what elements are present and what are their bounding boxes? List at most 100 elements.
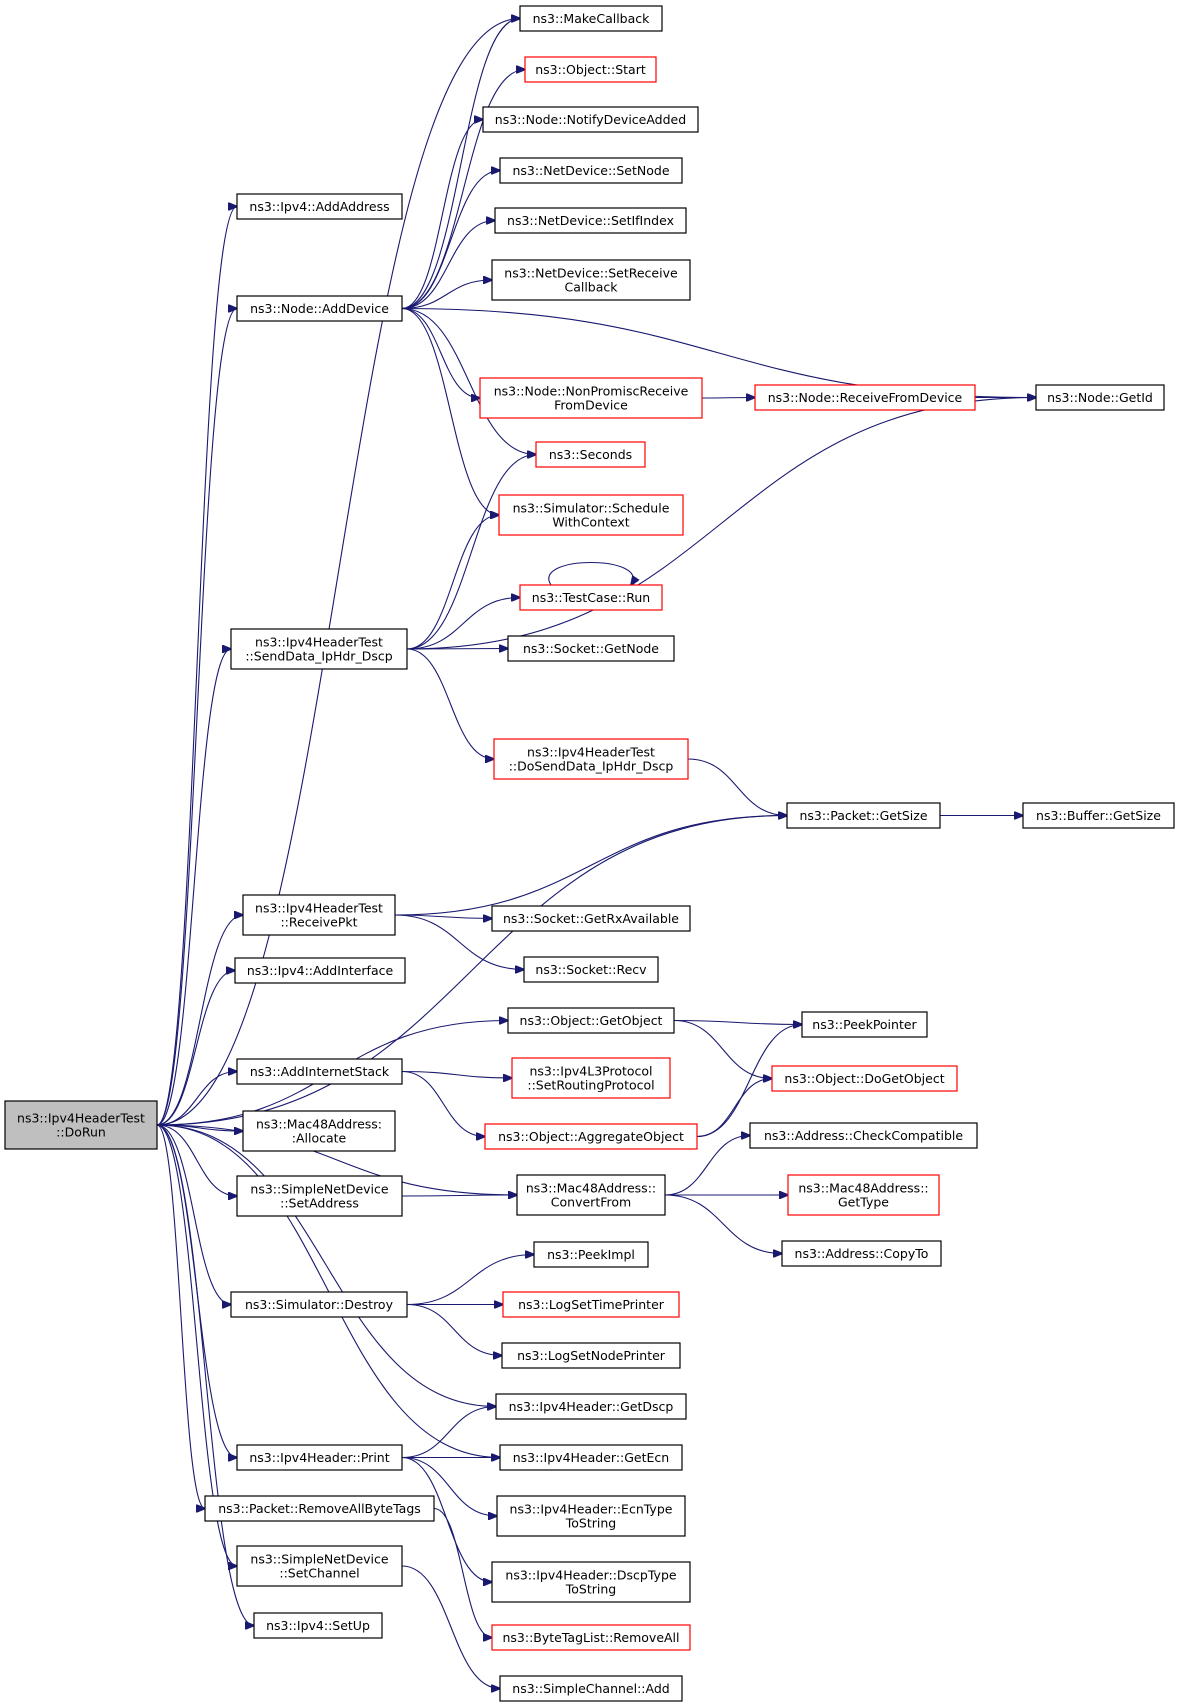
node-getobject[interactable]: ns3::Object::GetObject	[507, 1007, 675, 1034]
edge-dorun-to-makecallback	[156, 19, 520, 1126]
node-label: ns3::Ipv4Header::GetDscp	[509, 1399, 674, 1414]
node-simdestroy[interactable]: ns3::Simulator::Destroy	[230, 1291, 408, 1318]
node-label: ::SetAddress	[280, 1196, 359, 1211]
edge-headerprint-to-ecntypetostring	[401, 1456, 497, 1517]
edge-removeallbytetags-to-bytetagremoveall	[433, 1507, 492, 1638]
node-receivepkt[interactable]: ns3::Ipv4HeaderTest::ReceivePkt	[242, 894, 396, 936]
node-removeallbytetags[interactable]: ns3::Packet::RemoveAllByteTags	[204, 1495, 435, 1522]
node-socketgetnode[interactable]: ns3::Socket::GetNode	[507, 635, 675, 662]
node-box	[230, 628, 408, 670]
node-getrxavailable[interactable]: ns3::Socket::GetRxAvailable	[491, 905, 691, 932]
edge-dorun-to-setchannel	[156, 1124, 237, 1566]
node-box	[494, 207, 687, 234]
node-packetgetsize[interactable]: ns3::Packet::GetSize	[786, 802, 941, 829]
node-macallocate[interactable]: ns3::Mac48Address::Allocate	[242, 1110, 396, 1152]
node-box	[253, 1612, 383, 1639]
node-getecn[interactable]: ns3::Ipv4Header::GetEcn	[499, 1444, 683, 1471]
node-label: ns3::MakeCallback	[533, 11, 651, 26]
edge-testcaserun-to-testcaserun	[548, 561, 634, 586]
edge-adddevice-to-objectstart	[401, 70, 525, 310]
edge-adddevice-to-notifydeviceadded	[401, 120, 483, 310]
edge-dorun-to-receivepkt	[156, 915, 243, 1126]
node-box	[754, 384, 976, 411]
node-setifindex[interactable]: ns3::NetDevice::SetIfIndex	[494, 207, 687, 234]
node-box	[524, 56, 657, 83]
node-notifydeviceadded[interactable]: ns3::Node::NotifyDeviceAdded	[482, 106, 699, 133]
node-box	[230, 1291, 408, 1318]
node-label: ::DoRun	[56, 1125, 106, 1140]
node-label: ns3::Object::Start	[535, 62, 646, 77]
node-setup[interactable]: ns3::Ipv4::SetUp	[253, 1612, 383, 1639]
node-convertfrom[interactable]: ns3::Mac48Address::ConvertFrom	[516, 1174, 666, 1216]
edge-getobject-to-dogetobject	[673, 1019, 772, 1079]
node-label: GetType	[838, 1195, 889, 1210]
node-senddata[interactable]: ns3::Ipv4HeaderTest::SendData_IpHdr_Dscp	[230, 628, 408, 670]
node-receivefromdevice[interactable]: ns3::Node::ReceiveFromDevice	[754, 384, 976, 411]
node-mactype[interactable]: ns3::Mac48Address::GetType	[787, 1174, 940, 1216]
node-label: ns3::Node::ReceiveFromDevice	[768, 390, 963, 405]
node-addaddress[interactable]: ns3::Ipv4::AddAddress	[236, 193, 403, 220]
node-dosenddata[interactable]: ns3::Ipv4HeaderTest::DoSendData_IpHdr_Ds…	[493, 738, 689, 780]
node-setaddress[interactable]: ns3::SimpleNetDevice::SetAddress	[236, 1175, 403, 1217]
node-label: ::SetRoutingProtocol	[527, 1078, 654, 1093]
node-box	[502, 1291, 680, 1318]
node-label: ::ReceivePkt	[280, 915, 357, 930]
node-makecallback[interactable]: ns3::MakeCallback	[519, 5, 663, 32]
node-adddevice[interactable]: ns3::Node::AddDevice	[236, 295, 403, 322]
node-socketrecv[interactable]: ns3::Socket::Recv	[523, 956, 659, 983]
node-setchannel[interactable]: ns3::SimpleNetDevice::SetChannel	[236, 1545, 403, 1587]
node-label: ns3::Seconds	[549, 447, 632, 462]
node-getid[interactable]: ns3::Node::GetId	[1035, 384, 1165, 411]
node-box	[535, 441, 646, 468]
node-checkcompatible[interactable]: ns3::Address::CheckCompatible	[749, 1122, 978, 1149]
node-box	[204, 1495, 435, 1522]
node-label: ns3::PeekPointer	[812, 1017, 917, 1032]
node-objectstart[interactable]: ns3::Object::Start	[524, 56, 657, 83]
node-label: ns3::NetDevice::SetNode	[512, 163, 669, 178]
node-peekpointer[interactable]: ns3::PeekPointer	[801, 1011, 928, 1038]
node-setnode[interactable]: ns3::NetDevice::SetNode	[499, 157, 683, 184]
node-peekimpl[interactable]: ns3::PeekImpl	[533, 1241, 649, 1268]
edges-layer	[156, 19, 1036, 1689]
node-buffergetsize[interactable]: ns3::Buffer::GetSize	[1022, 802, 1175, 829]
node-logsettimeprinter[interactable]: ns3::LogSetTimePrinter	[502, 1291, 680, 1318]
node-label: ns3::LogSetNodePrinter	[517, 1348, 666, 1363]
edge-dorun-to-addinternetstack	[156, 1072, 237, 1126]
node-label: ns3::Object::GetObject	[520, 1013, 663, 1028]
node-box	[499, 1444, 683, 1471]
node-simplechanneladd[interactable]: ns3::SimpleChannel::Add	[499, 1675, 683, 1702]
node-headerprint[interactable]: ns3::Ipv4Header::Print	[236, 1444, 403, 1471]
node-addinternetstack[interactable]: ns3::AddInternetStack	[236, 1058, 403, 1085]
node-label: ns3::Object::DoGetObject	[784, 1071, 944, 1086]
node-addinterface[interactable]: ns3::Ipv4::AddInterface	[234, 957, 406, 984]
node-label: ToString	[565, 1582, 616, 1597]
node-dogetobject[interactable]: ns3::Object::DoGetObject	[771, 1065, 958, 1092]
node-aggregateobject[interactable]: ns3::Object::AggregateObject	[484, 1123, 698, 1150]
edge-getobject-to-peekpointer	[673, 1019, 802, 1025]
edge-nonpromisc-to-receivefromdevice	[701, 398, 755, 399]
node-label: ns3::Address::CheckCompatible	[764, 1128, 963, 1143]
node-label: ns3::Ipv4HeaderTest	[255, 901, 383, 916]
node-setroutingprotocol[interactable]: ns3::Ipv4L3Protocol::SetRoutingProtocol	[511, 1057, 671, 1099]
node-testcaserun[interactable]: ns3::TestCase::Run	[519, 584, 663, 611]
node-seconds[interactable]: ns3::Seconds	[535, 441, 646, 468]
node-box	[1035, 384, 1165, 411]
node-box	[236, 1058, 403, 1085]
node-dorun[interactable]: ns3::Ipv4HeaderTest::DoRun	[4, 1100, 158, 1150]
node-getdscp[interactable]: ns3::Ipv4Header::GetDscp	[495, 1393, 687, 1420]
edge-convertfrom-to-checkcompatible	[664, 1136, 750, 1196]
node-copyto[interactable]: ns3::Address::CopyTo	[781, 1240, 942, 1267]
edge-headerprint-to-getdscp	[401, 1407, 496, 1459]
node-logsetnodeprinter[interactable]: ns3::LogSetNodePrinter	[501, 1342, 681, 1369]
node-label: ns3::NetDevice::SetIfIndex	[507, 213, 674, 228]
node-label: ns3::Ipv4Header::Print	[249, 1450, 389, 1465]
node-box	[511, 1057, 671, 1099]
node-label: ns3::NetDevice::SetReceive	[504, 266, 678, 281]
node-bytetagremoveall[interactable]: ns3::ByteTagList::RemoveAll	[491, 1624, 691, 1651]
